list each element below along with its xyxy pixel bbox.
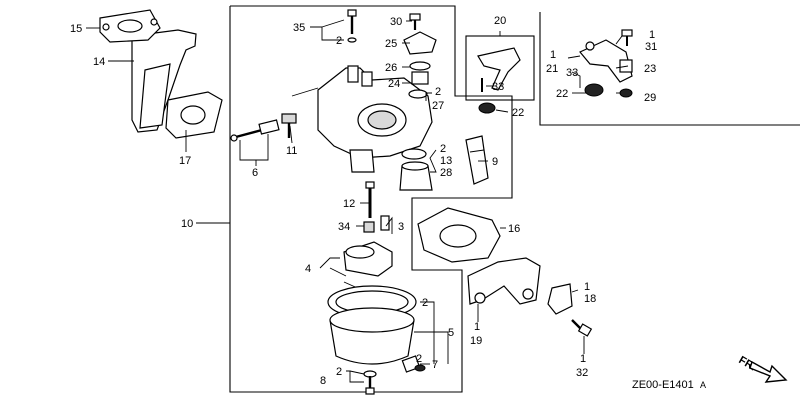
gasket-17-part [165,91,223,139]
callout-21: 21 [546,63,558,75]
callout-19: 19 [470,335,482,347]
spring-3-part [380,215,390,231]
callout-1-19: 1 [474,321,480,333]
callout-labels: 15 14 17 10 11 6 35 2 30 25 26 24 2 27 2… [70,15,657,387]
callout-13: 13 [440,155,452,167]
callout-31: 31 [645,41,657,53]
callout-4: 4 [305,263,311,275]
callout-34: 34 [338,221,350,233]
callout-16: 16 [508,223,520,235]
callout-22-inset: 22 [512,107,524,119]
oring-13-part [401,148,427,160]
cap-28-part [399,161,433,191]
choke-lever-20-part [477,47,521,92]
callout-14: 14 [93,56,105,68]
callout-25: 25 [385,38,397,50]
screw-35-part [347,9,357,43]
bolt-32-part [571,319,593,337]
callout-33: 33 [566,67,578,79]
callout-1-21: 1 [550,49,556,61]
drawing-code-text: ZE00-E1401 [632,379,694,391]
washer-27-part [408,89,428,99]
callout-20: 20 [494,15,506,27]
callout-28: 28 [440,167,452,179]
drain-screw-7-part [401,355,426,373]
bolt-8-part [363,370,377,395]
callout-15: 15 [70,23,82,35]
callout-2-mid: 2 [435,86,441,98]
screw-30-part [409,13,421,30]
callout-33-inset: 33 [492,81,504,93]
nut-29-part [619,88,633,98]
callout-12: 12 [343,198,355,210]
cap-25-part [403,31,437,55]
callout-26: 26 [385,62,397,74]
callout-22: 22 [556,88,568,100]
callout-1-31: 1 [649,29,655,41]
callout-2-drain: 2 [416,353,422,365]
jet-34-part [363,221,375,233]
throttle-lever-21-part [579,39,633,83]
callout-2-o: 2 [440,143,446,155]
leader-lines [86,19,629,383]
nozzle-12-part [365,181,375,218]
callout-29: 29 [644,92,656,104]
callout-3: 3 [398,221,404,233]
callout-32: 32 [576,367,588,379]
callout-2-bolt: 2 [336,366,342,378]
float-4-part [343,241,393,291]
bracket-19-part [467,257,541,305]
bracket-9-part [465,135,489,185]
needle-24-part [411,71,429,85]
upper-right-frame [539,12,800,126]
callout-2-top: 2 [336,35,342,47]
pilot-screw-part [230,119,280,142]
callout-7: 7 [432,359,438,371]
spring-22-part [478,102,496,114]
callout-11: 11 [286,145,297,157]
screw-31-part [621,29,633,46]
gasket-16-part [417,207,501,263]
drawing-code: ZE00-E1401 A [632,379,706,391]
callout-24: 24 [388,78,400,90]
callout-5: 5 [448,327,454,339]
callout-17: 17 [179,155,191,167]
callout-2-bowl: 2 [422,297,428,309]
throttle-stop-screw-part [281,113,297,138]
insulator-plate-part [99,9,197,133]
callout-35: 35 [293,22,305,34]
callout-23: 23 [644,63,656,75]
front-direction-arrow-icon: FR. [737,354,788,383]
callout-18: 18 [584,293,596,305]
callout-8: 8 [320,375,326,387]
callout-1-32: 1 [580,353,586,365]
washer-26-part [409,61,431,71]
clip-18-part [547,283,573,315]
drawing-code-suffix: A [700,380,706,390]
callout-1-18: 1 [584,281,590,293]
callout-9: 9 [492,156,498,168]
carburetor-assembly-frame [229,5,513,393]
callout-10: 10 [181,218,193,230]
spring-22b-part [584,83,604,97]
callout-6: 6 [252,167,258,179]
callout-27: 27 [432,100,444,112]
float-bowl-5-part [329,307,415,365]
callout-30: 30 [390,16,402,28]
carburetor-body-part [317,65,433,173]
